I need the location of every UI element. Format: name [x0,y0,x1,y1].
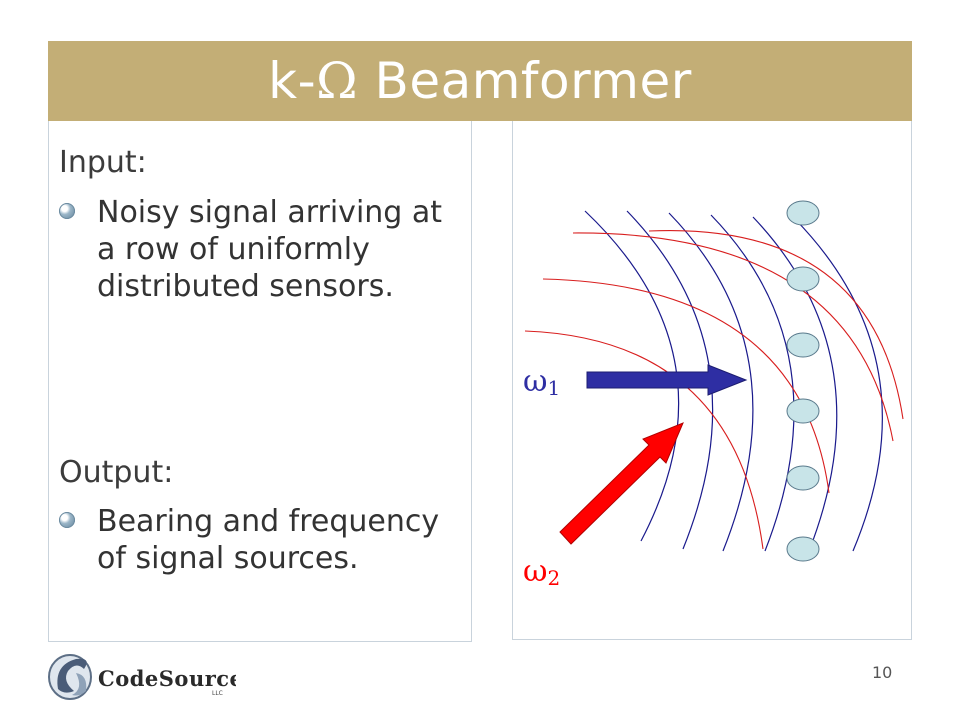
title-prefix: k- [268,52,317,110]
sensor-array [786,200,820,562]
arrow-omega-1-shape [586,364,748,396]
slide-title: k-Ω Beamformer [268,52,692,110]
wavefront-red-1 [524,330,764,550]
omega-2-subscript: 2 [547,566,560,590]
omega-1-subscript: 1 [547,376,560,400]
beamformer-diagram: ω1 ω2 [523,200,904,590]
sensor-4 [786,398,820,424]
title-suffix: Beamformer [358,52,692,110]
sensor-2 [786,266,820,292]
arrow-omega-2-shape [559,422,684,545]
bullet-icon [59,512,75,528]
wavefront-red-4 [648,229,904,420]
omega-2-symbol: ω [523,554,547,589]
logo-swirl-icon [48,654,92,700]
logo-suffix: LLC [212,690,223,697]
output-label: Output: [59,455,174,490]
sensor-1 [786,200,820,226]
title-omega-symbol: Ω [316,52,359,110]
wavefront-red-3 [572,232,894,442]
wavefront-6 [794,218,883,552]
output-bullet-text: Bearing and frequency of signal sources. [97,504,440,576]
arrow-omega-2 [559,422,684,545]
bullet-icon [59,203,75,219]
wavefront-3 [668,212,754,552]
wavefront-1 [584,210,680,542]
sensor-6 [786,536,820,562]
text-panel: Input: Noisy signal arriving at a row of… [48,121,472,642]
input-label: Input: [59,145,147,180]
arrow-omega-1 [586,364,748,396]
wavefront-5 [752,216,838,552]
sensor-3 [786,332,820,358]
omega-1-label: ω1 [523,364,560,400]
input-bullet-text: Noisy signal arriving at a row of unifor… [97,195,443,304]
slide-title-bar: k-Ω Beamformer [48,41,912,121]
wavefront-red-2 [542,278,830,494]
diagram-panel: ω1 ω2 [512,121,912,640]
omega-2-label: ω2 [523,554,560,590]
logo-wordmark: CodeSourcery [98,666,236,691]
wavefront-4 [710,214,795,552]
omega-1-symbol: ω [523,364,547,399]
codesourcery-logo: CodeSourcery LLC [48,654,236,700]
sensor-5 [786,465,820,491]
page-number: 10 [872,663,893,682]
wavefront-group-1 [584,210,883,552]
